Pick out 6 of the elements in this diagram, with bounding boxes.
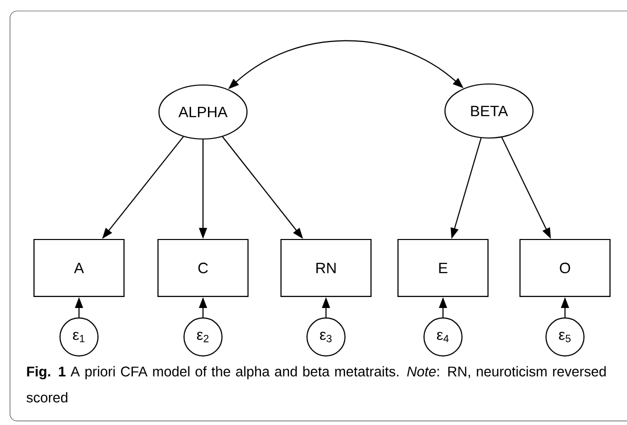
indicator-box: E bbox=[397, 238, 489, 298]
indicator-box: A bbox=[33, 238, 125, 298]
indicator-box: C bbox=[157, 238, 249, 298]
figure-caption: Fig. 1 A priori CFA model of the alpha and beta metatraits. Note: RN, neuroticism reversed scored bbox=[26, 366, 606, 402]
indicator-box: RN bbox=[280, 238, 372, 298]
indicator-box: O bbox=[519, 238, 611, 298]
